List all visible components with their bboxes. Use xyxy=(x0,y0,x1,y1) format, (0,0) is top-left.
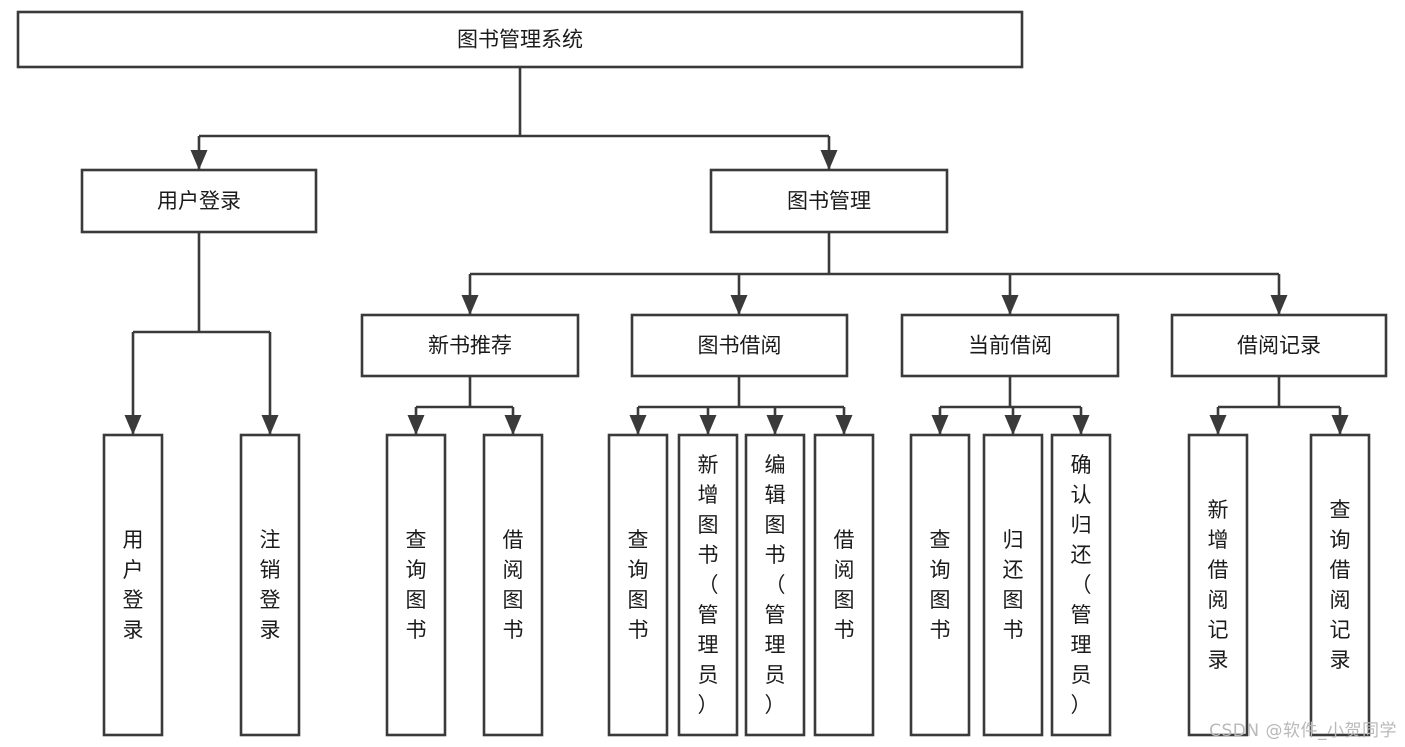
node-l3-1-box[interactable] xyxy=(630,313,849,378)
arrow-head-icon xyxy=(1072,415,1090,435)
node-leaf-3-label: 借阅图书 xyxy=(503,528,524,642)
arrow-head-icon xyxy=(1004,415,1022,435)
arrow-head-icon xyxy=(931,415,949,435)
node-l3-0[interactable]: 新书推荐 xyxy=(360,313,580,378)
node-leaf-4-label: 查询图书 xyxy=(628,528,649,642)
arrow-head-icon xyxy=(699,415,717,435)
node-leaf-11[interactable]: 新增借阅记录 xyxy=(1187,433,1249,737)
node-leaf-3-box[interactable] xyxy=(482,433,544,737)
node-leaf-1-box[interactable] xyxy=(239,433,301,737)
node-l3-0-label: 新书推荐 xyxy=(428,334,512,358)
node-leaf-5[interactable]: 新增图书（管理员） xyxy=(677,433,739,737)
node-l3-1[interactable]: 图书借阅 xyxy=(630,313,849,378)
node-leaf-2[interactable]: 查询图书 xyxy=(385,433,447,737)
node-leaf-9-box[interactable] xyxy=(982,433,1044,737)
node-leaf-8-box[interactable] xyxy=(909,433,971,737)
connectors-layer xyxy=(124,67,1349,435)
node-leaf-1-label: 注销登录 xyxy=(260,528,281,642)
node-leaf-6-label: 编辑图书（管理员） xyxy=(765,453,786,717)
node-l2-1[interactable]: 图书管理 xyxy=(709,168,949,234)
node-l3-2-label: 当前借阅 xyxy=(968,334,1052,358)
node-leaf-5-label: 新增图书（管理员） xyxy=(698,453,719,717)
node-l3-1-label: 图书借阅 xyxy=(698,334,782,358)
arrow-head-icon xyxy=(730,295,748,315)
node-root-图书管理系统[interactable]: 图书管理系统 xyxy=(16,10,1024,69)
node-leaf-1[interactable]: 注销登录 xyxy=(239,433,301,737)
csdn-watermark: CSDN @软件_小贺同学 xyxy=(1209,721,1397,741)
arrow-head-icon xyxy=(261,415,279,435)
node-l2-0-box[interactable] xyxy=(80,168,318,234)
node-leaf-12-label: 查询借阅记录 xyxy=(1330,498,1351,672)
arrow-head-icon xyxy=(190,150,208,170)
node-leaf-10[interactable]: 确认归还（管理员） xyxy=(1050,433,1112,737)
node-l3-0-box[interactable] xyxy=(360,313,580,378)
arrow-head-icon xyxy=(835,415,853,435)
node-root-图书管理系统-label: 图书管理系统 xyxy=(457,28,583,52)
node-leaf-7-label: 借阅图书 xyxy=(834,528,855,642)
node-l2-0[interactable]: 用户登录 xyxy=(80,168,318,234)
node-leaf-11-box[interactable] xyxy=(1187,433,1249,737)
node-leaf-11-label: 新增借阅记录 xyxy=(1208,498,1229,672)
node-leaf-8[interactable]: 查询图书 xyxy=(909,433,971,737)
node-leaf-4-box[interactable] xyxy=(607,433,669,737)
node-l2-1-box[interactable] xyxy=(709,168,949,234)
arrow-head-icon xyxy=(820,150,838,170)
node-leaf-6[interactable]: 编辑图书（管理员） xyxy=(744,433,806,737)
node-l2-1-label: 图书管理 xyxy=(787,189,871,213)
arrow-head-icon xyxy=(461,295,479,315)
node-leaf-3[interactable]: 借阅图书 xyxy=(482,433,544,737)
node-leaf-0[interactable]: 用户登录 xyxy=(102,433,164,737)
node-l3-3[interactable]: 借阅记录 xyxy=(1170,313,1388,378)
node-leaf-6-box[interactable] xyxy=(744,433,806,737)
node-leaf-4[interactable]: 查询图书 xyxy=(607,433,669,737)
arrow-head-icon xyxy=(1270,295,1288,315)
node-leaf-12[interactable]: 查询借阅记录 xyxy=(1309,433,1371,737)
arrow-head-icon xyxy=(407,415,425,435)
node-l3-2[interactable]: 当前借阅 xyxy=(900,313,1120,378)
node-leaf-2-label: 查询图书 xyxy=(406,528,427,642)
arrow-head-icon xyxy=(1331,415,1349,435)
node-leaf-0-label: 用户登录 xyxy=(123,528,144,642)
arrow-head-icon xyxy=(124,415,142,435)
node-l3-2-box[interactable] xyxy=(900,313,1120,378)
node-leaf-7-box[interactable] xyxy=(813,433,875,737)
node-leaf-0-box[interactable] xyxy=(102,433,164,737)
node-l3-3-box[interactable] xyxy=(1170,313,1388,378)
node-leaf-10-box[interactable] xyxy=(1050,433,1112,737)
node-leaf-9[interactable]: 归还图书 xyxy=(982,433,1044,737)
node-root-图书管理系统-box[interactable] xyxy=(16,10,1024,69)
node-leaf-7[interactable]: 借阅图书 xyxy=(813,433,875,737)
arrow-head-icon xyxy=(1209,415,1227,435)
node-leaf-8-label: 查询图书 xyxy=(930,528,951,642)
node-leaf-12-box[interactable] xyxy=(1309,433,1371,737)
node-leaf-10-label: 确认归还（管理员） xyxy=(1071,453,1092,717)
node-l2-0-label: 用户登录 xyxy=(157,189,241,213)
arrow-head-icon xyxy=(1001,295,1019,315)
arrow-head-icon xyxy=(629,415,647,435)
arrow-head-icon xyxy=(766,415,784,435)
node-l3-3-label: 借阅记录 xyxy=(1237,334,1321,358)
node-leaf-9-label: 归还图书 xyxy=(1003,528,1024,642)
node-leaf-2-box[interactable] xyxy=(385,433,447,737)
arrow-head-icon xyxy=(504,415,522,435)
nodes-layer: 图书管理系统用户登录图书管理新书推荐图书借阅当前借阅借阅记录用户登录注销登录查询… xyxy=(16,10,1388,737)
node-leaf-5-box[interactable] xyxy=(677,433,739,737)
